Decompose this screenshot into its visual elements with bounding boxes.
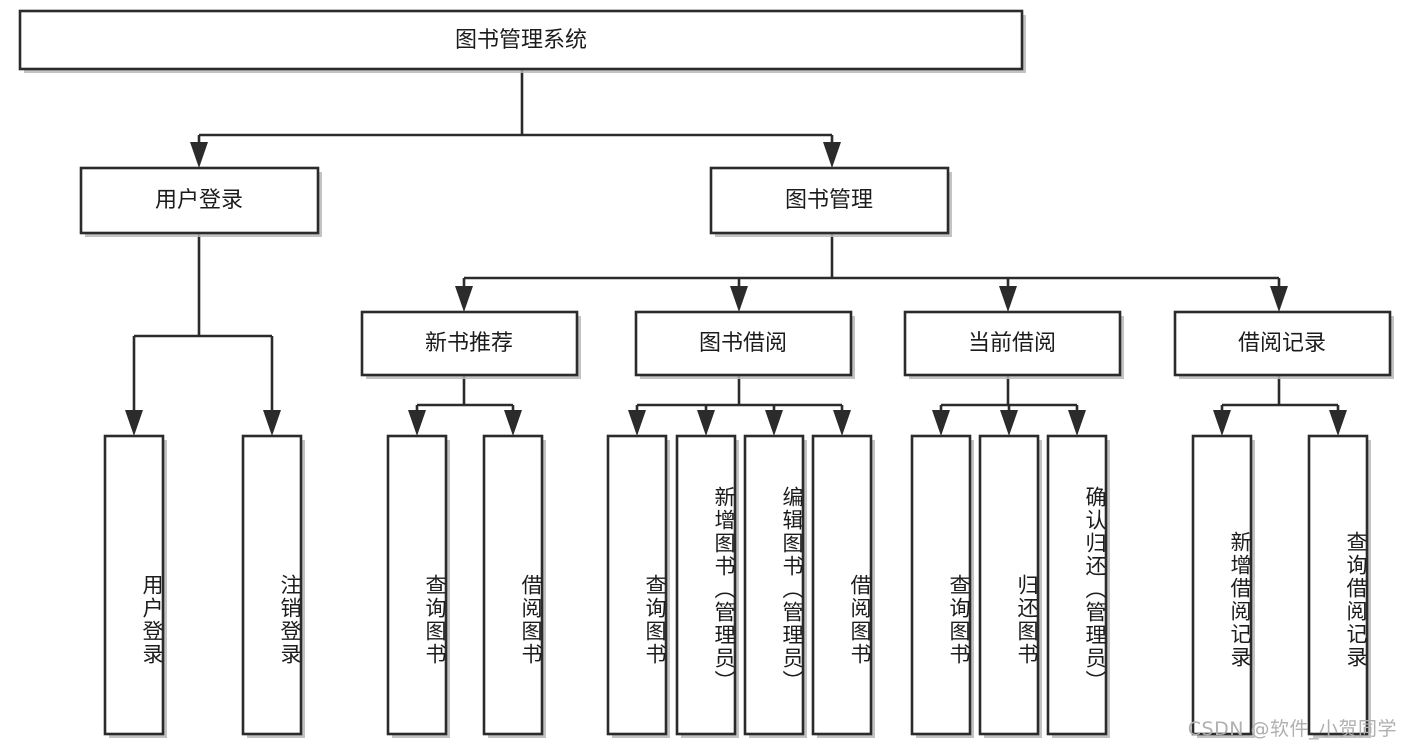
arrow-to-new-book-recommend [455,286,473,312]
node-leaf-user-login[interactable] [103,434,167,738]
edge-user-login-branch [132,233,274,418]
node-leaf-cb-return-book[interactable] [978,434,1042,738]
node-leaf-br-add-record[interactable] [1191,434,1255,738]
node-root[interactable]: 图书管理系统 [18,9,1026,73]
node-leaf-br-query-record[interactable] [1307,434,1371,738]
node-borrow-record-label: 借阅记录 [1238,331,1326,356]
arrow-to-leaf-nbr-2 [504,410,522,436]
node-user-login-label: 用户登录 [155,188,243,213]
node-leaf-bb-borrow-book[interactable] [811,434,875,738]
arrow-to-book-manage [823,142,841,168]
arrow-to-leaf-cb-1 [932,410,950,436]
csdn-watermark: CSDN @软件_小贺同学 [1187,718,1397,740]
node-leaf-nbr-borrow-book[interactable] [482,434,546,738]
node-leaf-bb-query-book[interactable] [606,434,670,738]
node-user-login[interactable]: 用户登录 [79,166,322,237]
node-current-borrow-label: 当前借阅 [968,331,1056,356]
node-book-manage[interactable]: 图书管理 [709,166,952,237]
arrow-to-user-login [190,142,208,168]
arrow-to-leaf-bb-3 [765,410,783,436]
edge-book-manage-branch [462,233,1281,295]
node-new-book-recommend[interactable]: 新书推荐 [360,310,581,379]
edge-book-borrow-branch [635,375,844,418]
arrow-to-leaf-br-2 [1329,410,1347,436]
node-borrow-record[interactable]: 借阅记录 [1173,310,1394,379]
node-leaf-logout[interactable] [241,434,305,738]
arrow-to-leaf-bb-2 [697,410,715,436]
arrow-to-leaf-bb-4 [833,410,851,436]
node-root-label: 图书管理系统 [455,28,587,53]
arrow-to-leaf-cb-2 [1000,410,1018,436]
arrow-to-borrow-record [1270,286,1288,312]
node-leaf-bb-add-book[interactable] [675,434,739,738]
node-current-borrow[interactable]: 当前借阅 [903,310,1124,379]
node-leaf-cb-query-book[interactable] [910,434,974,738]
node-leaf-bb-edit-book[interactable] [743,434,807,738]
edge-borrow-record-branch [1220,375,1340,418]
node-leaf-cb-confirm-return[interactable] [1046,434,1110,738]
arrow-to-leaf-cb-3 [1068,410,1086,436]
arrow-to-current-borrow [999,286,1017,312]
arrow-to-leaf-nbr-1 [408,410,426,436]
arrow-to-leaf-bb-1 [628,410,646,436]
edge-root-trunk [197,69,834,152]
node-book-borrow[interactable]: 图书借阅 [634,310,855,379]
node-leaf-nbr-query-book[interactable] [386,434,450,738]
edge-new-book-recommend-branch [415,375,515,418]
node-book-manage-label: 图书管理 [785,188,873,213]
arrow-to-leaf-logout [263,410,281,436]
arrow-to-leaf-br-1 [1213,410,1231,436]
node-new-book-recommend-label: 新书推荐 [425,331,513,356]
arrow-to-leaf-user-login [125,410,143,436]
arrow-to-book-borrow [730,286,748,312]
node-book-borrow-label: 图书借阅 [699,331,787,356]
